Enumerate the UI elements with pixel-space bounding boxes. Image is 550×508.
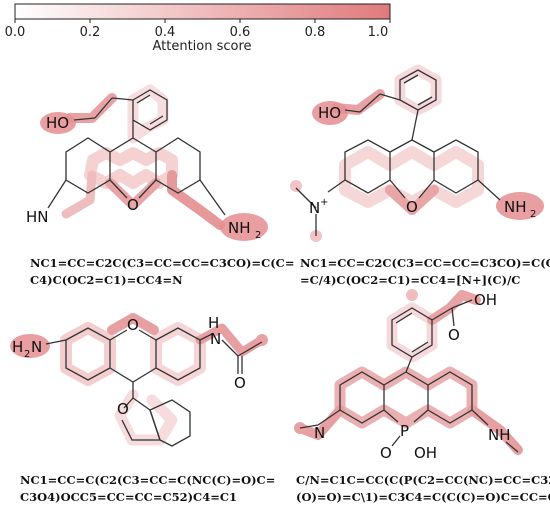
- colorbar-tick-4: 0.8: [305, 25, 326, 40]
- molecule-3: H 2 N O H N O O NC1=CC=C(C2(C3=CC=C(NC(C…: [10, 313, 275, 504]
- molecule-4-amine-label: NH: [488, 426, 511, 444]
- colorbar-tick-1: 0.2: [80, 25, 101, 40]
- molecule-4: OH O N P O OH NH C/N=C1C=CC(C(P(C2=CC(NC…: [294, 289, 550, 504]
- molecule-2-bonds: [295, 69, 501, 236]
- colorbar-tick-0: 0.0: [5, 25, 26, 40]
- molecule-3-amide-n-label: N: [210, 330, 221, 348]
- molecule-3-amine-subscript: 2: [24, 349, 30, 360]
- molecule-3-bonds: [45, 327, 263, 447]
- molecule-4-phos-oxygen-label: O: [380, 444, 392, 462]
- molecule-2-attention-halo: [290, 64, 544, 242]
- molecule-1-hydroxyl-label: HO: [46, 114, 69, 132]
- molecule-1-hydroxyl-hotspot: [40, 112, 76, 134]
- colorbar-gradient: [14, 3, 391, 20]
- molecule-1-amine-hotspot: [220, 213, 268, 241]
- molecule-3-ether-oxygen-label: O: [117, 400, 129, 418]
- colorbar-tick-5: 1.0: [368, 25, 389, 40]
- molecule-1-oxygen-label: O: [127, 196, 139, 214]
- molecule-2: HO N + O NH 2 NC1=CC=C2C(C3=CC=CC=C3CO)=…: [290, 64, 550, 287]
- molecule-2-ammonium-label: N: [309, 199, 320, 217]
- molecule-4-phos-oh-label: OH: [414, 444, 437, 462]
- molecule-2-amine-label: NH: [504, 198, 527, 216]
- molecule-4-smiles-line-2: (O)=O)=C\1)=C3C4=C(C(C)=O)C=CC=C4: [296, 490, 550, 504]
- molecule-1-amine-label: NH: [228, 219, 251, 237]
- molecule-1-smiles-line-1: NC1=CC=C2C(C3=CC=CC=C3CO)=C(C=: [30, 256, 294, 270]
- molecule-4-carbonyl-label: O: [448, 326, 460, 344]
- colorbar-tick-2: 0.4: [155, 25, 176, 40]
- colorbar-label: Attention score: [152, 39, 251, 54]
- molecule-3-amine-hotspot: [10, 334, 50, 358]
- molecule-2-hydroxyl-hotspot: [312, 101, 348, 125]
- molecule-2-smiles-line-2: =C/4)C(OC2=C1)=CC4=[N+](C)/C: [300, 273, 520, 287]
- molecule-3-carbonyl-label: O: [234, 374, 246, 392]
- colorbar-tick-3: 0.6: [230, 25, 251, 40]
- molecule-3-smiles-line-2: C3O4)OCC5=CC=CC=C52)C4=C1: [20, 490, 237, 504]
- molecule-4-imine-label: N: [314, 424, 325, 442]
- molecule-3-amide-h-label: H: [208, 314, 219, 332]
- molecule-1-amine-subscript: 2: [255, 230, 261, 241]
- molecule-1-smiles-line-2: C4)C(OC2=C1)=CC4=N: [30, 273, 183, 287]
- molecule-2-charge-label: +: [320, 197, 328, 208]
- molecule-1-imine-label: HN: [26, 208, 49, 226]
- molecule-2-smiles-line-1: NC1=CC=C2C(C3=CC=CC=C3CO)=C(C: [300, 256, 550, 270]
- molecule-4-smiles-line-1: C/N=C1C=CC(C(P(C2=CC(NC)=CC=C32): [296, 473, 550, 487]
- molecule-2-hydroxyl-label: HO: [318, 104, 341, 122]
- molecule-3-ring-oxygen-label: O: [127, 316, 139, 334]
- molecule-1-attention-halo: [40, 84, 268, 241]
- colorbar: 0.0 0.2 0.4 0.6 0.8 1.0 Attention score: [5, 3, 391, 54]
- molecule-2-oxygen-label: O: [406, 198, 418, 216]
- molecule-1-bonds: [47, 89, 226, 216]
- molecule-3-amine-h-label: H: [12, 338, 23, 356]
- molecule-3-amine-n-label: N: [31, 338, 42, 356]
- molecule-3-smiles-line-1: NC1=CC=C(C2(C3=CC=C(NC(C)=O)C=: [20, 473, 275, 487]
- molecule-1: HO HN O NH 2 NC1=CC=C2C(C3=CC=CC=C3CO)=C…: [26, 84, 294, 287]
- molecule-2-amine-subscript: 2: [530, 209, 536, 220]
- molecule-4-carboxyl-oh-label: OH: [474, 291, 497, 309]
- molecule-2-amine-hotspot: [496, 192, 544, 220]
- molecule-4-phosphorus-label: P: [400, 422, 409, 440]
- molecule-4-bonds: [299, 299, 519, 453]
